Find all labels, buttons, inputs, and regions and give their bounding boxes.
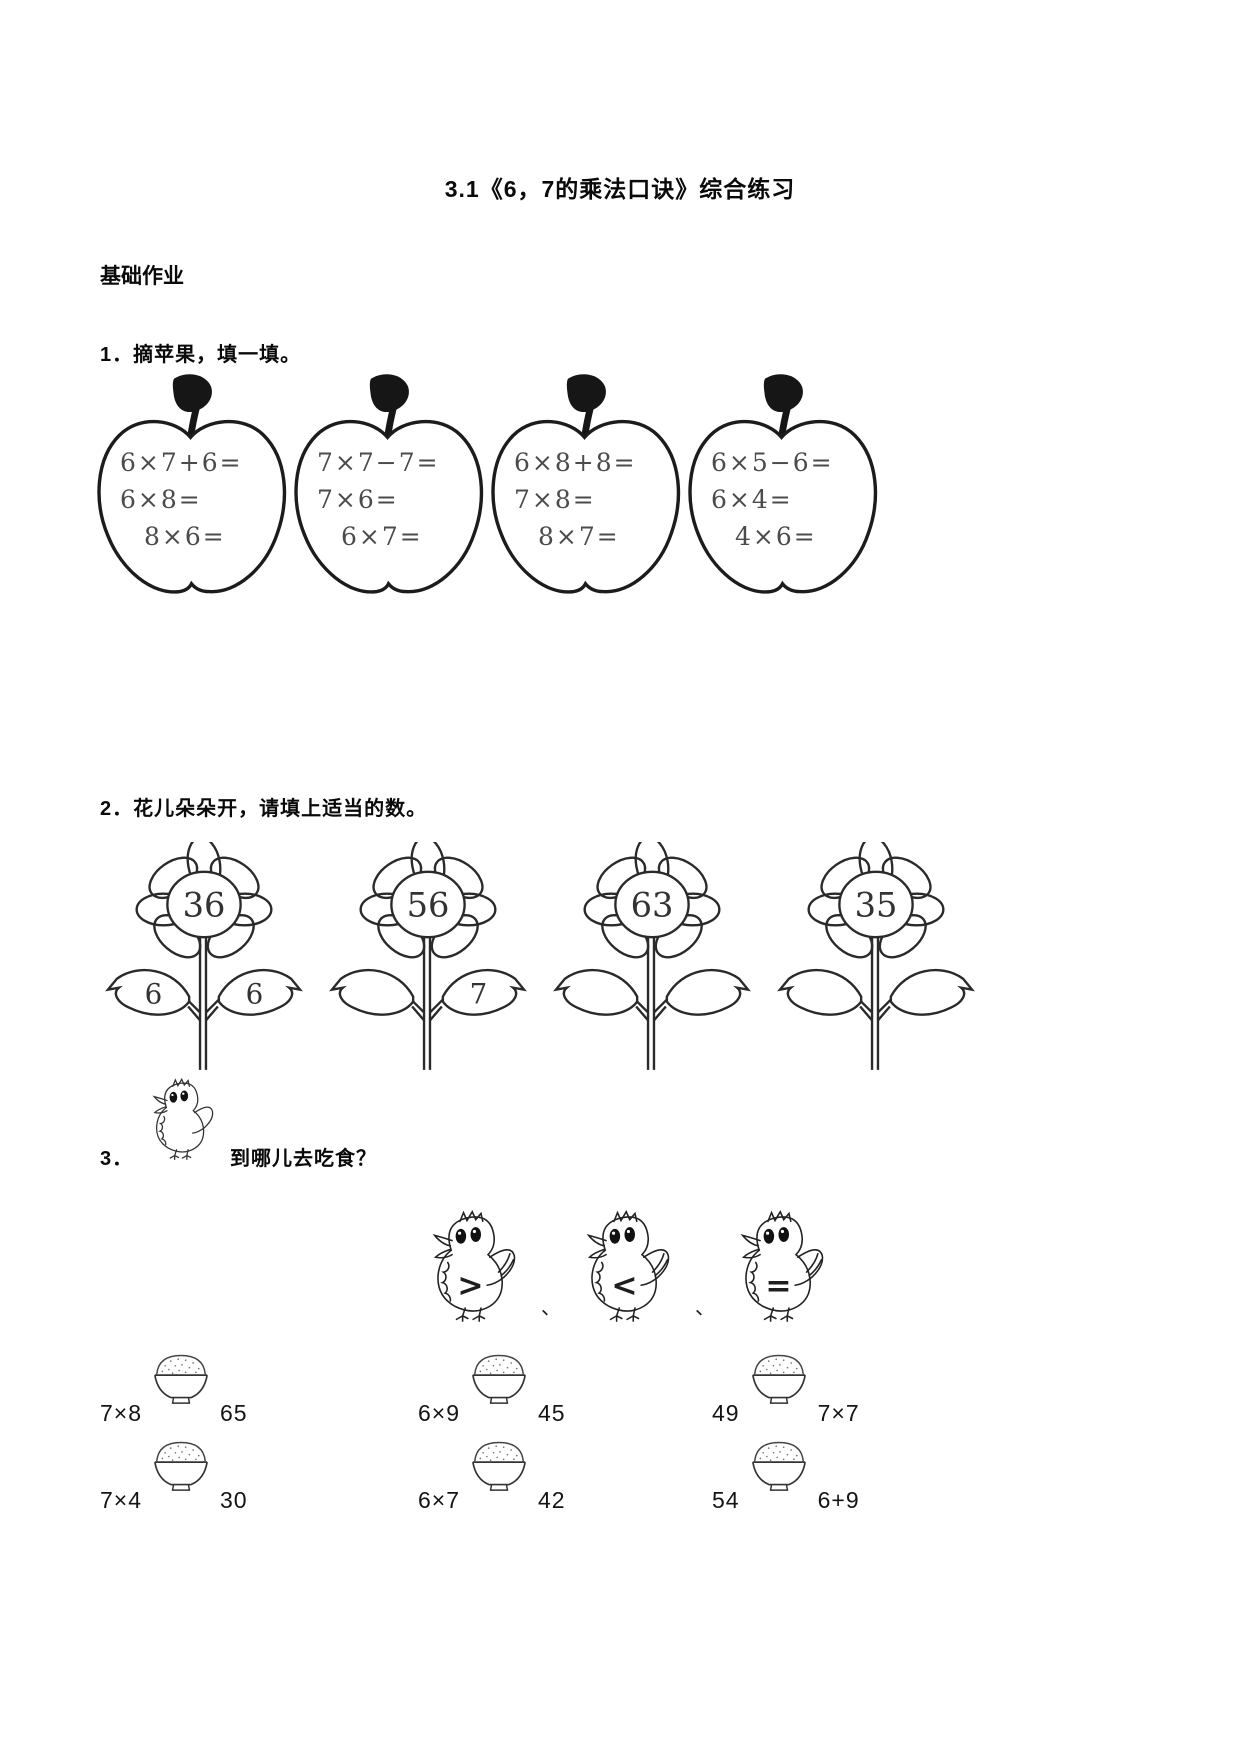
- apple-icon: [688, 374, 878, 594]
- comparison-right: 30: [220, 1487, 248, 1513]
- apple-item: 6×5−6= 6×4= 4×6=: [681, 368, 886, 616]
- apple-icon: [294, 374, 484, 594]
- comparison-item: 7×8 65: [100, 1354, 248, 1427]
- enumeration-comma: 、: [695, 1297, 715, 1319]
- flower-icon: 63: [553, 836, 751, 1070]
- comparison-item: 49 7×7: [712, 1354, 860, 1427]
- comparison-item: 54 6+9: [712, 1441, 860, 1514]
- flower-left-leaf-number: 6: [145, 978, 163, 1011]
- apple-equation: 6×8+8=: [514, 448, 637, 477]
- q1-apples-row: 6×7+6= 6×8= 8×6= 7×7−7= 7×6= 6×7=: [90, 368, 878, 616]
- comparison-item: 6×7 42: [418, 1441, 566, 1514]
- chick-item: >: [425, 1206, 523, 1326]
- comparison-right: 6+9: [817, 1487, 860, 1513]
- rice-bowl-icon: [751, 1441, 806, 1491]
- apple-equation: 6×8=: [120, 485, 202, 514]
- chick-item: <: [579, 1206, 677, 1326]
- flower-item: 56 7: [329, 836, 527, 1070]
- comparison-left: 7×4: [100, 1487, 143, 1513]
- flower-center-number: 36: [183, 885, 226, 924]
- q3-number: 3．: [100, 1148, 134, 1170]
- rice-bowl-icon: [472, 1441, 526, 1491]
- comparison-left: 54: [712, 1487, 740, 1513]
- flower-icon: 36 6 6: [105, 836, 303, 1070]
- comparison-right: 7×7: [817, 1400, 860, 1426]
- comparison-right: 65: [220, 1400, 248, 1426]
- chick-icon: >: [432, 1210, 516, 1322]
- apple-equation: 7×8=: [514, 485, 596, 514]
- section-heading: 基础作业: [100, 265, 184, 288]
- apple-equation: 6×5−6=: [711, 448, 834, 477]
- q1-label: 1．摘苹果，填一填。: [100, 344, 302, 366]
- apple-equation: 4×6=: [735, 522, 817, 551]
- comparison-right: 45: [538, 1400, 566, 1426]
- comparison-left: 6×9: [418, 1400, 461, 1426]
- apple-equations: 6×5−6= 6×4= 4×6=: [711, 444, 878, 555]
- comparison-left: 49: [712, 1400, 740, 1426]
- apple-equations: 6×8+8= 7×8= 8×7=: [514, 444, 681, 555]
- apple-icon: [491, 374, 681, 594]
- flower-center-number: 35: [855, 885, 898, 924]
- comparison-right: 42: [538, 1487, 566, 1513]
- flower-icon: 35: [777, 836, 975, 1070]
- flower-center-number: 56: [407, 885, 450, 924]
- chick-icon: [152, 1078, 214, 1160]
- flower-item: 63: [553, 836, 751, 1070]
- q3-label: 到哪儿去吃食？: [230, 1148, 377, 1170]
- chick-item: =: [733, 1206, 831, 1326]
- flower-center-number: 63: [631, 885, 674, 924]
- page-title: 3.1《6，7的乘法口诀》综合练习: [444, 176, 796, 202]
- apple-equation: 8×7=: [538, 522, 620, 551]
- apple-equation: 7×6=: [317, 485, 399, 514]
- chick-icon: <: [586, 1210, 670, 1322]
- apple-equation: 8×6=: [144, 522, 226, 551]
- comparison-item: 7×4 30: [100, 1441, 248, 1514]
- comparison-symbol: <: [611, 1267, 637, 1304]
- apple-item: 6×8+8= 7×8= 8×7=: [484, 368, 689, 616]
- q3-chicks-row: > 、: [425, 1206, 831, 1326]
- comparison-symbol: >: [457, 1267, 483, 1304]
- comparison-symbol: =: [765, 1267, 791, 1304]
- apple-item: 6×7+6= 6×8= 8×6=: [90, 368, 295, 616]
- comparison-left: 7×8: [100, 1400, 143, 1426]
- rice-bowl-icon: [472, 1354, 526, 1404]
- rice-bowl-icon: [154, 1354, 208, 1404]
- flower-item: 35: [777, 836, 975, 1070]
- rice-bowl-icon: [154, 1441, 208, 1491]
- rice-bowl-icon: [751, 1354, 806, 1404]
- apple-item: 7×7−7= 7×6= 6×7=: [287, 368, 492, 616]
- apple-equation: 6×4=: [711, 485, 793, 514]
- comparison-left: 6×7: [418, 1487, 461, 1513]
- flower-right-leaf-number: 6: [246, 978, 264, 1011]
- apple-icon: [97, 374, 287, 594]
- apple-equations: 7×7−7= 7×6= 6×7=: [317, 444, 484, 555]
- apple-equation: 6×7=: [341, 522, 423, 551]
- q2-label: 2．花儿朵朵开，请填上适当的数。: [100, 798, 428, 820]
- apple-equation: 7×7−7=: [317, 448, 440, 477]
- comparison-item: 6×9 45: [418, 1354, 566, 1427]
- q2-flowers-row: 36 6 6 56: [105, 836, 975, 1070]
- chick-icon: =: [740, 1210, 824, 1322]
- flower-icon: 56 7: [329, 836, 527, 1070]
- enumeration-comma: 、: [541, 1297, 561, 1319]
- apple-equations: 6×7+6= 6×8= 8×6=: [120, 444, 287, 555]
- apple-equation: 6×7+6=: [120, 448, 243, 477]
- flower-right-leaf-number: 7: [470, 978, 488, 1011]
- flower-item: 36 6 6: [105, 836, 303, 1070]
